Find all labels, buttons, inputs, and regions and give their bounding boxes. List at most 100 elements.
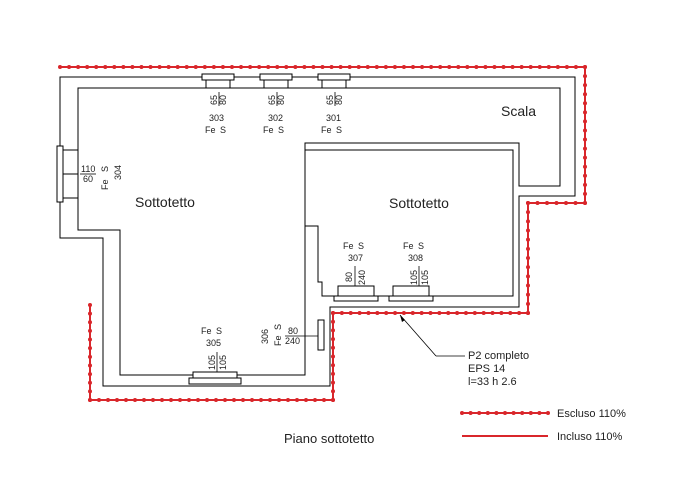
insulation-dot: [76, 65, 81, 69]
insulation-dot: [88, 346, 92, 351]
insulation-dot: [88, 337, 92, 342]
insulation-dot: [583, 110, 587, 115]
callout-line-1: P2 completo: [468, 350, 529, 362]
insulation-dot: [384, 311, 389, 315]
insulation-dot: [112, 65, 117, 69]
insulation-dot: [286, 398, 290, 402]
insulation-dot: [295, 398, 299, 402]
insulation-dot: [510, 65, 515, 69]
insulation-dot: [302, 65, 307, 69]
window-304-side: S: [100, 166, 110, 172]
window-307-h: 240: [357, 270, 367, 285]
insulation-dot: [583, 65, 587, 69]
window-307: [333, 285, 379, 302]
insulation-dot: [583, 164, 587, 169]
insulation-dot: [554, 201, 559, 205]
insulation-dot: [564, 65, 569, 69]
insulation-dot: [494, 411, 499, 415]
insulation-dot: [511, 411, 516, 415]
insulation-dot: [106, 398, 110, 402]
insulation-dot: [166, 65, 171, 69]
insulation-dot: [357, 311, 362, 315]
insulation-dot: [88, 363, 92, 368]
insulation-dot: [88, 303, 92, 307]
window-308: [388, 285, 434, 302]
insulation-dot: [520, 411, 525, 415]
insulation-dot: [420, 65, 425, 69]
insulation-dot: [85, 65, 90, 69]
insulation-dot: [331, 380, 335, 385]
insulation-dot: [214, 398, 218, 402]
window-304-id: 304: [113, 165, 123, 180]
insulation-dot: [275, 65, 280, 69]
insulation-dot: [259, 398, 263, 402]
insulation-dot: [331, 328, 335, 333]
insulation-dot: [257, 65, 262, 69]
window-305-side: S: [216, 326, 222, 336]
insulation-dot: [428, 311, 433, 315]
insulation-dot: [517, 311, 522, 315]
insulation-dot: [526, 265, 530, 270]
insulation-dot: [528, 411, 533, 415]
window-302-h: 80: [276, 95, 286, 105]
room-label-sottotetto-2: Sottotetto: [389, 195, 449, 211]
insulation-dot: [456, 65, 461, 69]
insulation-dot: [88, 311, 92, 316]
insulation-dot: [481, 311, 486, 315]
insulation-dot: [277, 398, 281, 402]
insulation-dot: [401, 311, 406, 315]
insulation-dot: [94, 65, 99, 69]
window-301-h: 80: [334, 95, 344, 105]
insulation-dot: [447, 65, 452, 69]
insulation-dot: [331, 398, 335, 402]
insulation-dot: [583, 182, 587, 187]
callout-line-2: EPS 14: [468, 363, 505, 375]
window-301-id: 301: [326, 113, 341, 123]
insulation-dot: [526, 292, 530, 297]
insulation-dot: [88, 380, 92, 385]
window-301-side: S: [336, 125, 342, 135]
window-304-type: Fe: [100, 179, 110, 190]
callout-line-3: l=33 h 2.6: [468, 376, 517, 388]
insulation-dot: [331, 311, 335, 315]
window-306-type: Fe: [273, 335, 283, 346]
insulation-dot: [546, 411, 550, 415]
insulation-dot: [250, 398, 254, 402]
insulation-dot: [331, 354, 335, 359]
insulation-dot: [356, 65, 361, 69]
insulation-dot: [202, 65, 207, 69]
window-304: [56, 145, 79, 203]
insulation-dot: [526, 219, 530, 224]
insulation-dot: [573, 201, 578, 205]
insulation-dot: [347, 65, 352, 69]
insulation-dot: [348, 311, 353, 315]
insulation-dot: [419, 311, 424, 315]
insulation-dot: [526, 210, 530, 215]
callout-leader: [399, 314, 465, 357]
insulation-dot: [365, 65, 370, 69]
insulation-dot: [266, 65, 271, 69]
legend-escluso-label: Escluso 110%: [557, 408, 626, 420]
insulation-dot: [88, 398, 92, 402]
insulation-dot: [268, 398, 272, 402]
insulation-dot: [67, 65, 72, 69]
window-305-w: 105: [207, 355, 217, 370]
insulation-dot: [526, 283, 530, 288]
insulation-dot: [148, 65, 153, 69]
insulation-dot: [375, 311, 380, 315]
window-305-id: 305: [206, 338, 221, 348]
insulation-dot: [121, 65, 126, 69]
insulation-dot: [169, 398, 173, 402]
window-307-side: S: [358, 241, 364, 251]
insulation-dot: [88, 320, 92, 325]
insulation-dot: [528, 65, 533, 69]
window-303-w: 65: [209, 95, 219, 105]
insulation-dot: [483, 65, 488, 69]
window-303-side: S: [220, 125, 226, 135]
window-308-type: Fe: [403, 241, 414, 251]
window-306-id: 306: [260, 329, 270, 344]
insulation-dot: [124, 398, 128, 402]
insulation-dot: [139, 65, 144, 69]
window-302-w: 65: [267, 95, 277, 105]
insulation-dot: [501, 65, 506, 69]
